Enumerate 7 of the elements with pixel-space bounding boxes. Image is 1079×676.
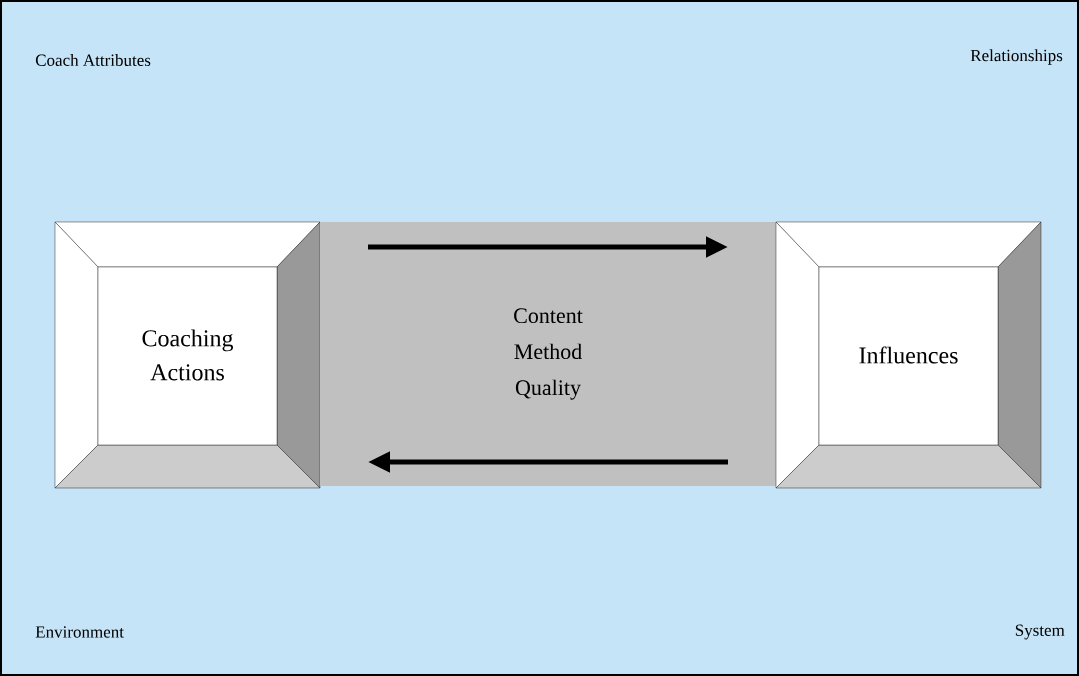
bevel-box: Influences	[775, 221, 1042, 489]
corner-label: Environment	[35, 626, 124, 638]
corner-label: Relationships	[970, 49, 1063, 65]
bevel-box: Coaching Actions	[54, 221, 321, 489]
corner-label: System	[1015, 624, 1065, 640]
corner-label: Coach Attributes	[35, 54, 151, 66]
band: Content Method Quality	[320, 222, 776, 486]
